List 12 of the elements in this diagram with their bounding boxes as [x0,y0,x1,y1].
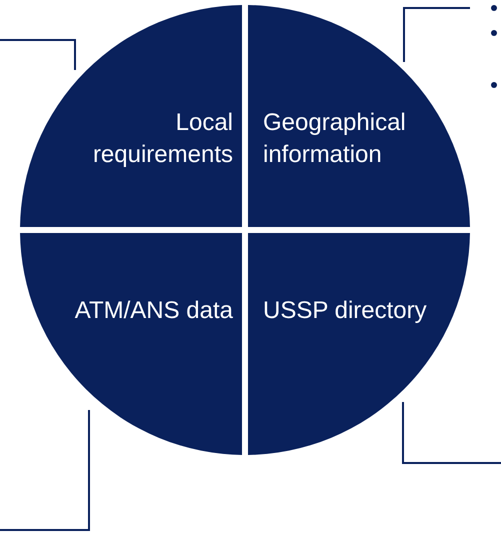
quadrant-label: USSP directory [263,296,428,326]
quadrant-segment [20,233,242,455]
leader-line [0,39,76,70]
quadrant-label: Local requirements [92,108,233,170]
leader-line [0,410,90,531]
quadrant-segment [20,5,242,227]
quadrant-segment [248,5,470,227]
quadrant-label: Geographical information [263,108,407,170]
leader-line [402,402,501,464]
leader-line [403,7,470,62]
quadrant-segment [248,233,470,455]
quadrant-label: ATM/ANS data [74,296,233,326]
